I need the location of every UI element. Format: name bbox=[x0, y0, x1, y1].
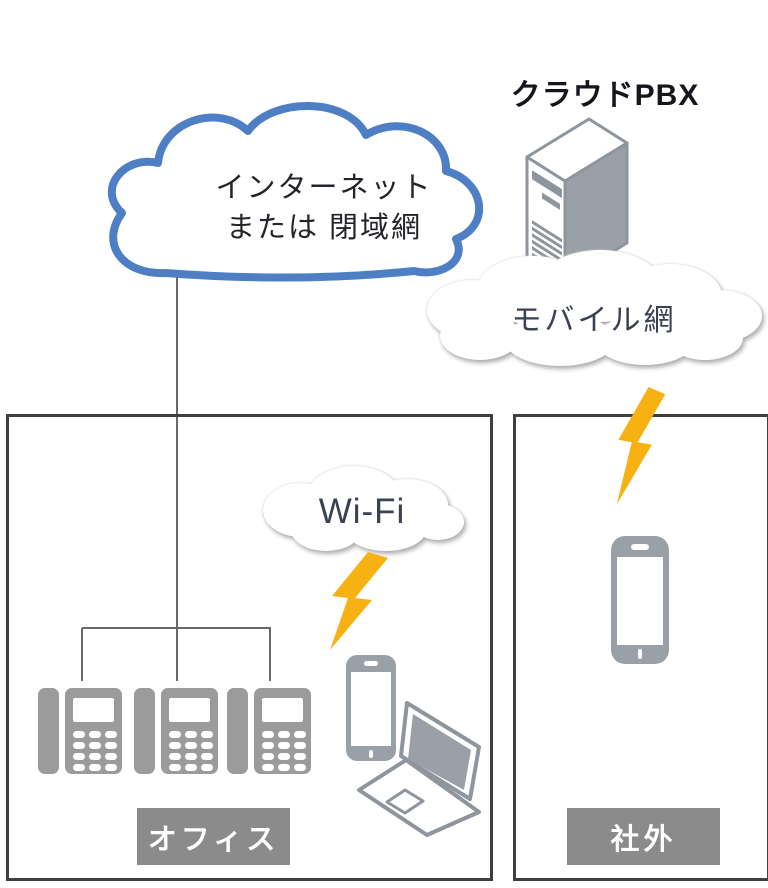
internet-cloud-label: インターネット または 閉域網 bbox=[122, 168, 526, 248]
desk-phone-icon bbox=[227, 688, 311, 774]
internet-cloud-icon bbox=[107, 102, 484, 282]
offsite-lightning-icon bbox=[616, 387, 666, 505]
wifi-cloud-icon bbox=[263, 466, 464, 551]
wifi-label: Wi-Fi bbox=[318, 492, 406, 531]
offsite-label: 社外 bbox=[567, 808, 720, 865]
mobile-network-label: モバイル網 bbox=[511, 304, 677, 337]
mobile-network-cloud-icon bbox=[427, 250, 762, 366]
office-zone-box bbox=[6, 414, 493, 881]
laptop-icon bbox=[357, 701, 481, 837]
internet-cloud-label-line2: または 閉域網 bbox=[225, 212, 423, 244]
offsite-smartphone-icon bbox=[611, 536, 669, 664]
office-label: オフィス bbox=[137, 808, 290, 865]
cloud-pbx-title: クラウドPBX bbox=[510, 79, 700, 112]
office-smartphone-icon bbox=[346, 655, 396, 761]
internet-cloud-label-line1: インターネット bbox=[215, 172, 433, 204]
desk-phone-icon bbox=[134, 688, 218, 774]
wifi-lightning-icon bbox=[330, 552, 388, 650]
desk-phone-icon bbox=[38, 688, 122, 774]
